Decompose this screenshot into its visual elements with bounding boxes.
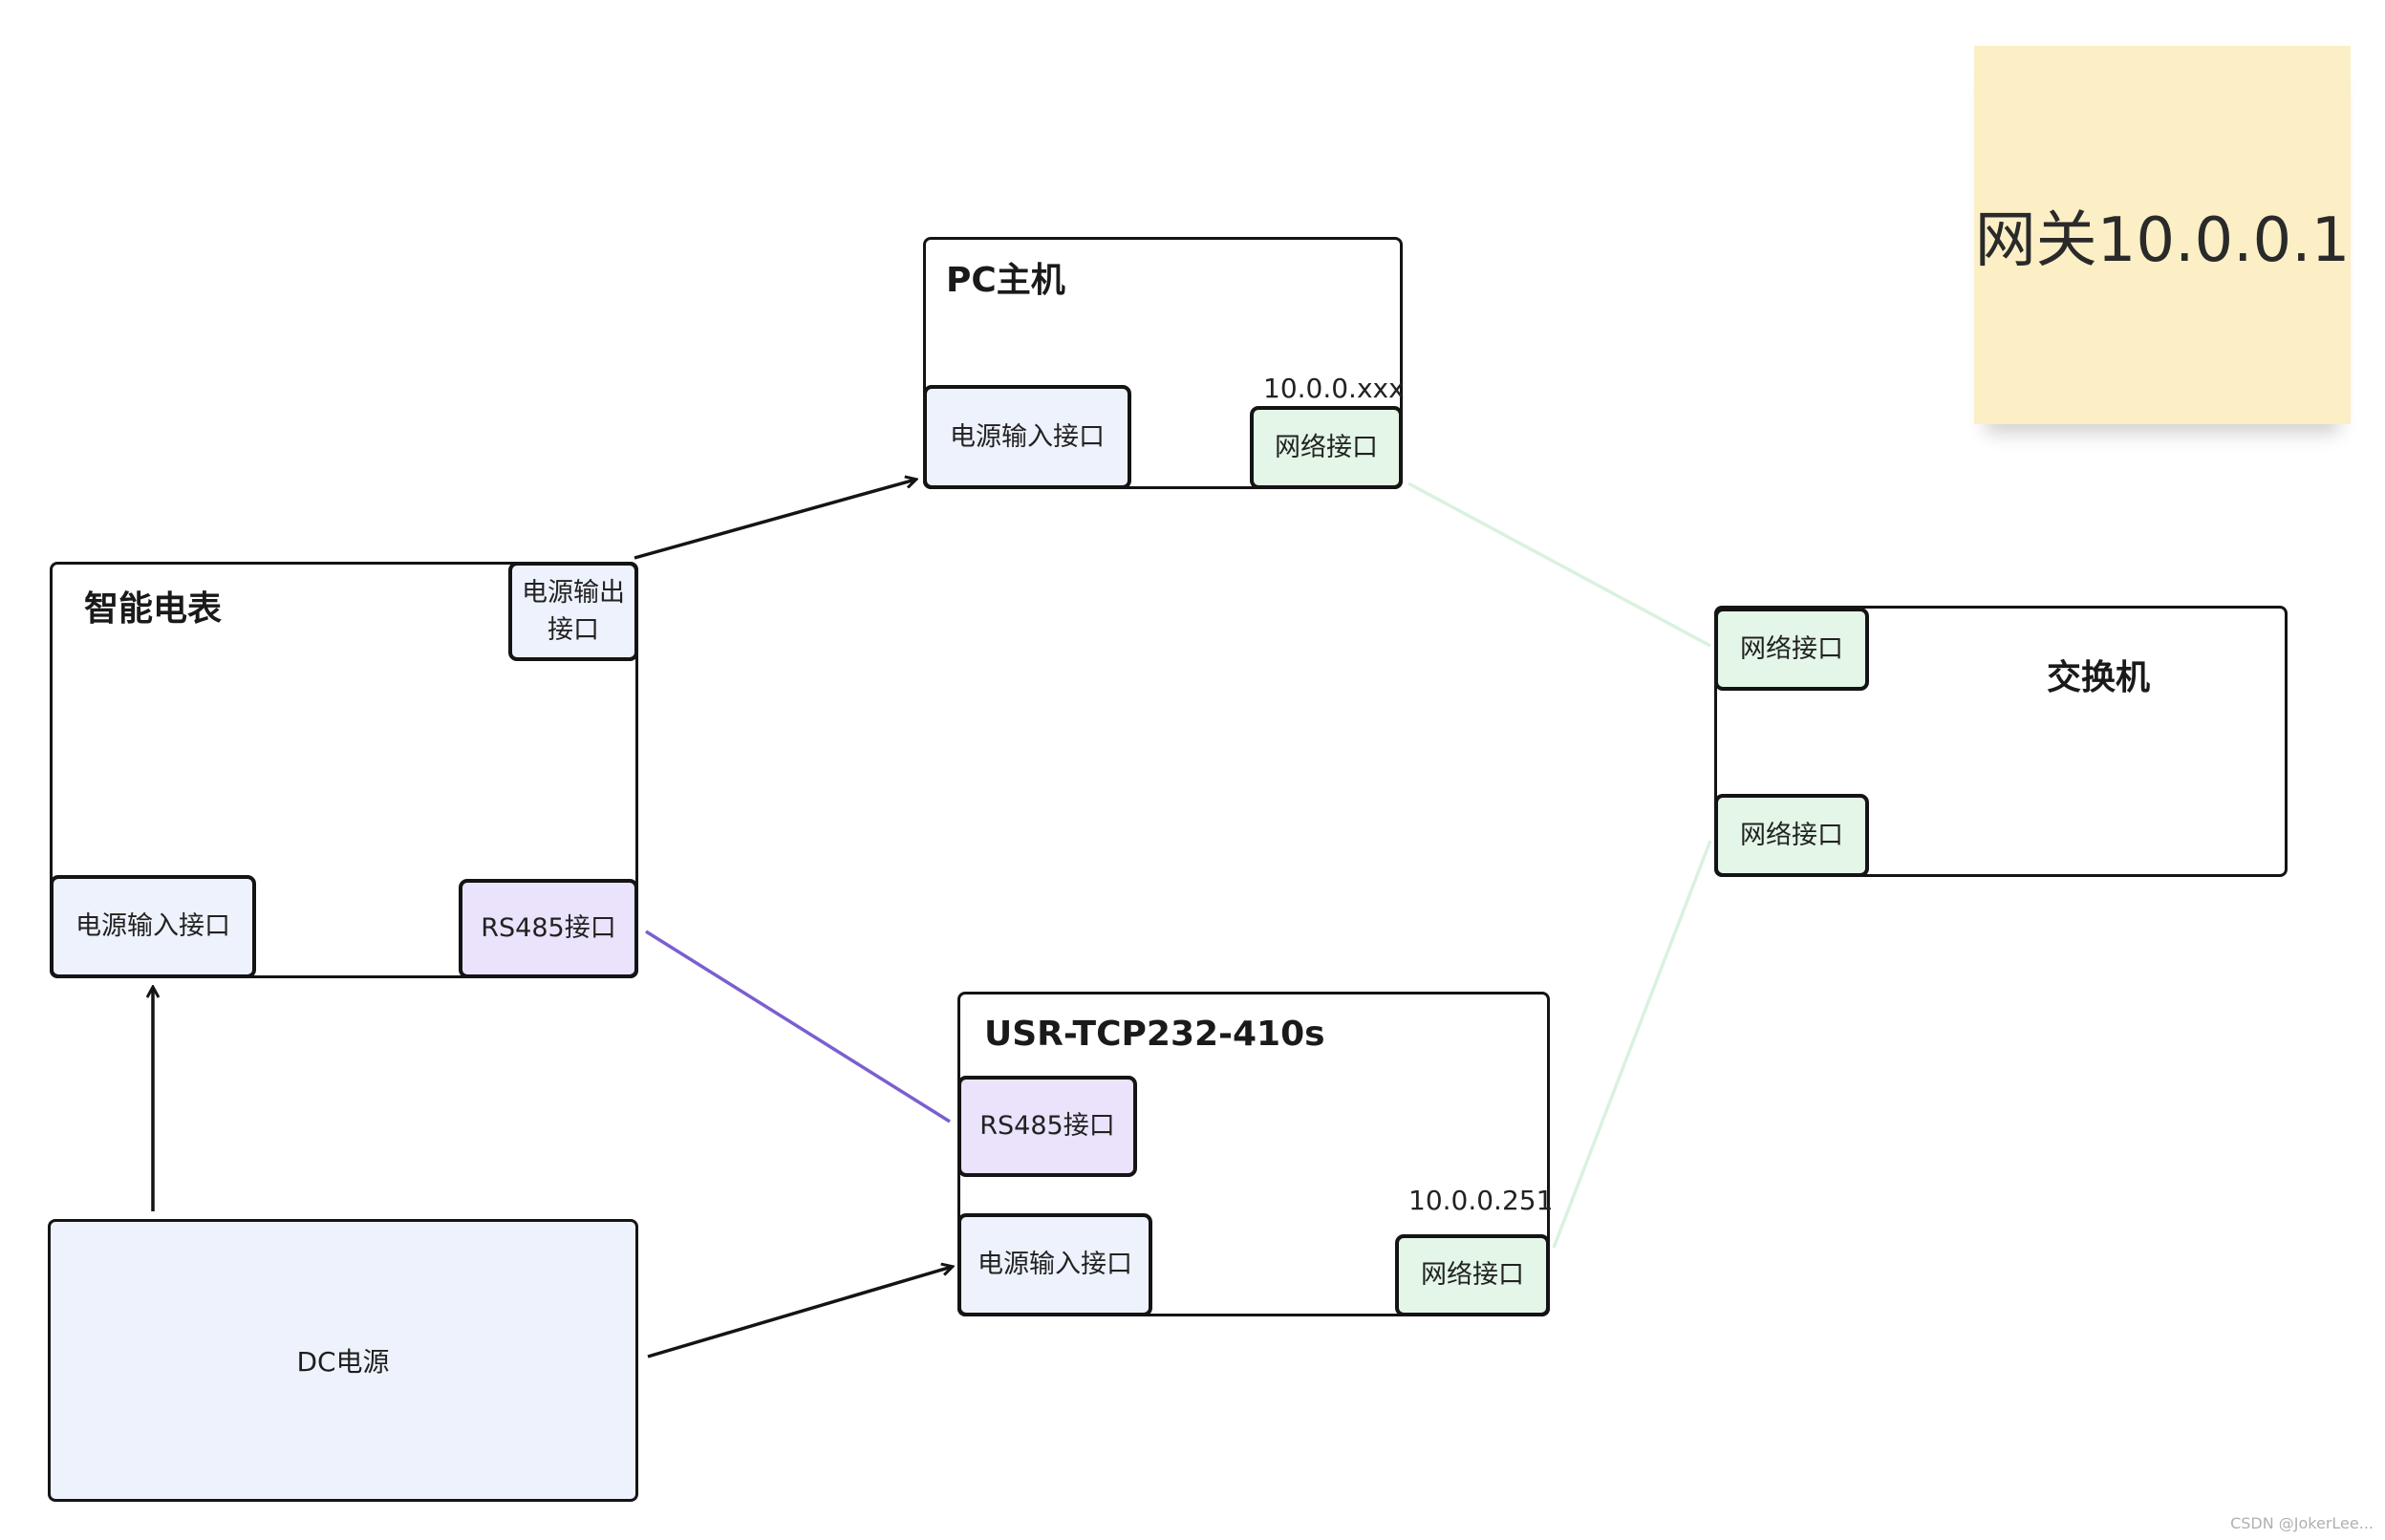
gateway-note: 网关10.0.0.1 (1974, 46, 2351, 424)
rs485-link (645, 930, 951, 1123)
switch-network-port-top: 网络接口 (1714, 608, 1869, 691)
switch-network-port-bottom: 网络接口 (1714, 794, 1869, 877)
pc-host-ip: 10.0.0.xxx (1263, 373, 1405, 404)
usr-rs485-port: RS485接口 (957, 1076, 1137, 1177)
dc-power-node: DC电源 (48, 1219, 638, 1502)
smart-meter-title: 智能电表 (84, 589, 223, 629)
meter-power-input-port: 电源输入接口 (50, 875, 256, 978)
dc-power-label: DC电源 (296, 1346, 390, 1378)
power-link-meter-to-pc (634, 480, 915, 560)
network-link-pc-to-switch (1407, 481, 1711, 648)
gateway-note-text: 网关10.0.0.1 (1974, 205, 2351, 276)
power-link-dc-to-usr (647, 1267, 952, 1358)
pc-power-input-port: 电源输入接口 (923, 385, 1131, 489)
network-link-usr-to-switch (1552, 840, 1712, 1249)
pc-host-title: PC主机 (946, 261, 1065, 300)
switch-title: 交换机 (2047, 658, 2151, 697)
watermark: CSDN @JokerLee... (2230, 1514, 2374, 1532)
pc-network-port: 网络接口 (1250, 406, 1403, 489)
usr-power-input-port: 电源输入接口 (957, 1213, 1152, 1316)
meter-power-output-label: 电源输出接口 (522, 577, 625, 645)
usr-network-port: 网络接口 (1395, 1234, 1550, 1316)
meter-power-output-port: 电源输出接口 (508, 562, 638, 661)
usr-tcp232-ip: 10.0.0.251 (1408, 1185, 1554, 1216)
usr-tcp232-title: USR-TCP232-410s (984, 1015, 1325, 1054)
meter-rs485-port: RS485接口 (459, 879, 638, 978)
